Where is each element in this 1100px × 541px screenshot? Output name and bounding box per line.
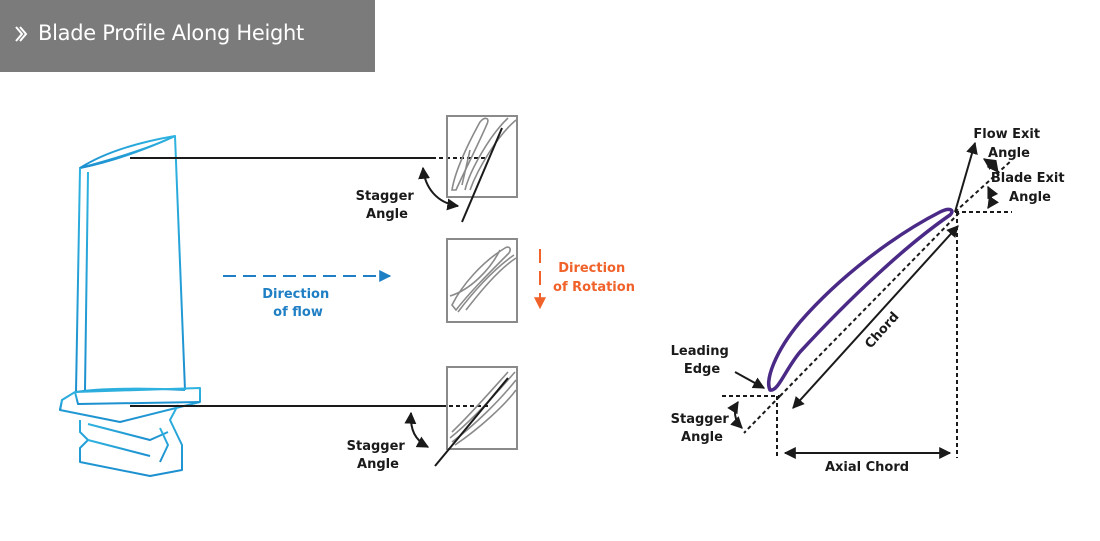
tip-stagger-line bbox=[461, 127, 503, 223]
blade-exit-angle-label: Blade Exit Angle bbox=[991, 171, 1069, 205]
stagger-angle-top-label: Stagger Angle bbox=[356, 189, 419, 222]
flow-direction-label: Direction of flow bbox=[262, 287, 334, 320]
rotation-direction-label: Direction of Rotation bbox=[553, 261, 635, 295]
airfoil-geometry bbox=[722, 141, 1013, 459]
turbine-blade bbox=[59, 135, 201, 477]
leading-edge-label: Leading Edge bbox=[671, 344, 734, 377]
flow-exit-arrow bbox=[954, 141, 978, 213]
double-chevron-icon bbox=[15, 26, 28, 42]
blade-exit-angle-arc bbox=[987, 185, 999, 209]
page-title: Blade Profile Along Height bbox=[38, 21, 304, 45]
hub-stagger-line bbox=[434, 377, 509, 467]
chord-dimension-arrow bbox=[792, 225, 959, 409]
chord-line bbox=[779, 211, 961, 397]
flow-exit-angle-label: Flow Exit Angle bbox=[973, 127, 1044, 161]
mid-section-profile bbox=[446, 238, 518, 323]
hub-stagger-arc bbox=[404, 411, 430, 448]
flow-exit-angle-arc bbox=[983, 158, 999, 173]
blade-exit-ref bbox=[954, 159, 1013, 213]
stagger-angle-bottom-label: Stagger Angle bbox=[347, 439, 410, 472]
stagger-angle-right-label: Stagger Angle bbox=[671, 412, 734, 445]
airfoil-profile bbox=[767, 207, 954, 392]
leading-edge-pointer bbox=[734, 371, 766, 389]
axial-chord-label: Axial Chord bbox=[825, 460, 909, 475]
header-bar: Blade Profile Along Height bbox=[0, 0, 375, 72]
hub-section-profile bbox=[434, 366, 518, 467]
tip-section-profile bbox=[446, 115, 518, 223]
le-stagger-arc bbox=[727, 400, 743, 429]
le-stagger-ref bbox=[743, 395, 781, 434]
tip-stagger-arc bbox=[418, 166, 460, 211]
chord-label: Chord bbox=[862, 309, 902, 351]
